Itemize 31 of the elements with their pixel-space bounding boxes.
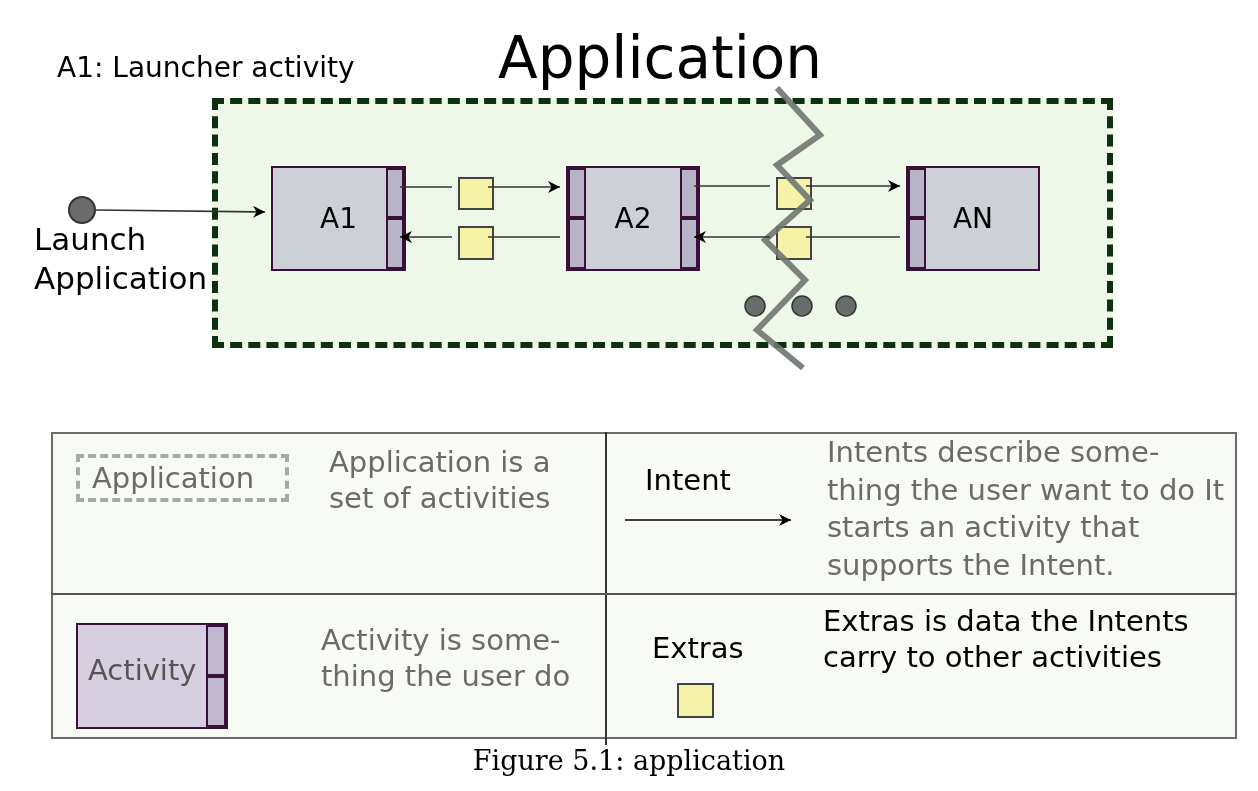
activity-box [271, 166, 406, 271]
connector-line [693, 185, 771, 187]
arrow [805, 180, 901, 192]
launch-circle [68, 196, 96, 224]
activity-name: A1 [319, 201, 358, 236]
arrow [399, 231, 453, 243]
legend-description: Activity is some-thing the user do [321, 622, 572, 695]
extras-square [776, 226, 812, 260]
sample-label: Activity [88, 652, 197, 689]
activity-box [906, 166, 1040, 271]
activity-box [566, 166, 700, 271]
legend-description: Extras is data the Intents carry to other activities [823, 603, 1190, 676]
connector-line [805, 236, 901, 238]
activity-name: AN [951, 201, 995, 236]
arrow [487, 181, 561, 193]
legend-term: Extras [652, 630, 744, 667]
arrow [693, 231, 771, 243]
group-title: Application [498, 23, 823, 94]
legend-description: Application is a set of activities [329, 444, 552, 517]
arrow [95, 205, 266, 218]
extras-square [458, 177, 494, 210]
connector-line [399, 186, 453, 188]
figure-caption: Figure 5.1: application [471, 744, 787, 778]
sample-label: Application [92, 460, 255, 497]
legend-description: Intents describe some-thing the user want to do It starts an activity that supports the Intent. [827, 434, 1226, 585]
legend-term: Intent [645, 462, 731, 499]
extras-square [458, 226, 494, 260]
annotation-text: A1: Launcher activity [57, 50, 355, 85]
connector-line [487, 236, 561, 238]
activity-name: A2 [613, 201, 653, 236]
launch-caption: Launch Application [34, 220, 209, 298]
